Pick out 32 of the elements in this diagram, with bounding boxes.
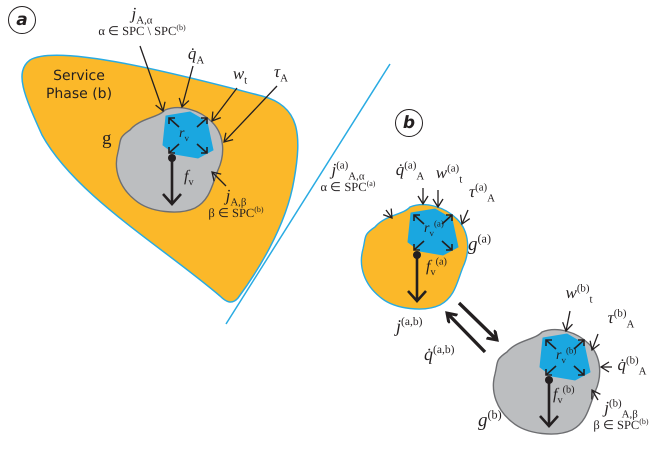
flux-label: τ$_{A}$ <box>274 62 288 82</box>
force-label: f$_{v}$ <box>184 168 194 186</box>
arrow <box>446 312 486 354</box>
grain-label: g$^{(b)}$ <box>478 410 502 432</box>
arrow <box>460 210 470 225</box>
arrow <box>458 302 498 342</box>
arrow <box>211 88 238 122</box>
panel-badge: a <box>8 6 36 34</box>
region-label: Service Phase (b) <box>44 67 114 104</box>
flux-label: w$_{t}$ <box>232 64 248 84</box>
arrow <box>591 389 602 400</box>
grain-label: g$^{(a)}$ <box>468 234 491 256</box>
grain-label: g <box>102 128 112 150</box>
panel-badge: b <box>395 109 423 137</box>
math-label: r$_{v}$ <box>179 126 189 142</box>
condition-text: α ∈ SPC$^{(a)}$ <box>320 180 376 194</box>
arrow <box>417 188 429 205</box>
flux-label: j$_{A,β}$ <box>226 186 246 206</box>
flux-label: j$_{A,α}$ <box>131 4 152 24</box>
arrow <box>139 46 166 112</box>
edge-label: q̇$^{(a,b)}$ <box>424 344 454 365</box>
arrow <box>432 190 444 208</box>
arrow <box>211 171 226 186</box>
arrow <box>589 334 600 351</box>
arrow <box>223 86 278 143</box>
edge-label: j$^{(a,b)}$ <box>396 316 422 337</box>
arrow <box>382 208 393 219</box>
condition-text: α ∈ SPC \ SPC$^{(b)}$ <box>98 24 186 38</box>
arrow <box>600 361 612 373</box>
arrow <box>178 66 194 108</box>
arrow <box>562 310 574 332</box>
flux-label: q̇$_{A}$ <box>188 44 204 64</box>
